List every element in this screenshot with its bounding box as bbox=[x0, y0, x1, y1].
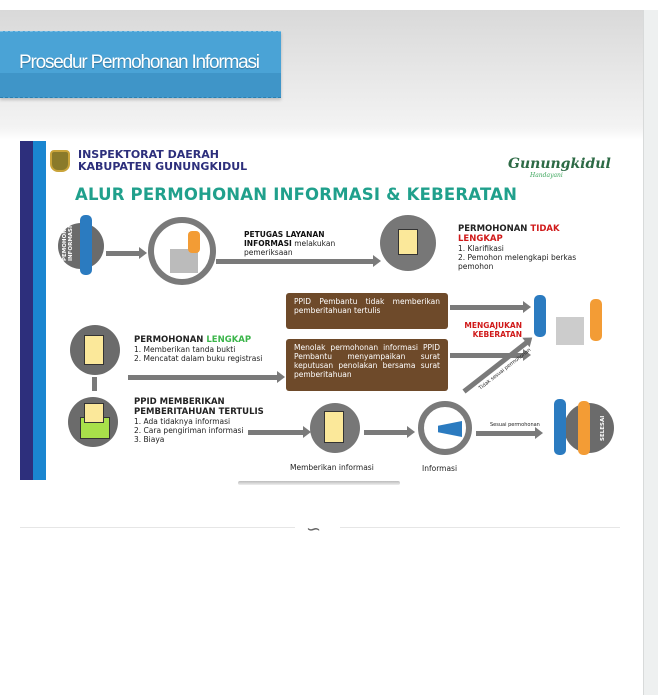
give-info-label: Memberikan informasi bbox=[290, 463, 374, 472]
top-bar bbox=[0, 0, 658, 10]
page-title: Prosedur Permohonan Informasi bbox=[19, 52, 260, 73]
divider-line bbox=[340, 527, 620, 528]
applicant-icon: PEMOHON INFORMASI bbox=[58, 215, 104, 275]
divider-line bbox=[20, 527, 295, 528]
clipboard-icon bbox=[310, 403, 360, 453]
info-label: Informasi bbox=[422, 464, 458, 473]
status-box-no-notice: PPID Pembantu tidak memberikan pemberita… bbox=[286, 293, 448, 329]
infographic-title: ALUR PERMOHONAN INFORMASI & KEBERATAN bbox=[75, 185, 518, 204]
written-notice-icon bbox=[68, 397, 118, 447]
regency-seal-icon bbox=[50, 150, 70, 172]
complete-request-icon bbox=[70, 325, 120, 375]
page-title-banner: Prosedur Permohonan Informasi bbox=[0, 31, 281, 98]
right-sidebar bbox=[643, 10, 658, 695]
divider-ornament-icon: ∽ bbox=[306, 519, 322, 539]
officer-icon bbox=[148, 217, 216, 285]
finished-icon: SELESAI bbox=[554, 399, 614, 455]
match-label: Sesuai permohonan bbox=[490, 422, 540, 428]
status-box-rejected: Menolak permohonan informasi PPID Pemban… bbox=[286, 339, 448, 391]
officer-text: PETUGAS LAYANAN INFORMASI melakukan peme… bbox=[244, 230, 336, 257]
megaphone-icon bbox=[418, 401, 472, 455]
incomplete-doc-icon bbox=[380, 215, 436, 271]
objection-people-icon bbox=[528, 295, 606, 351]
objection-label: MENGAJUKAN KEBERATAN bbox=[464, 321, 522, 339]
image-shadow bbox=[238, 481, 400, 485]
